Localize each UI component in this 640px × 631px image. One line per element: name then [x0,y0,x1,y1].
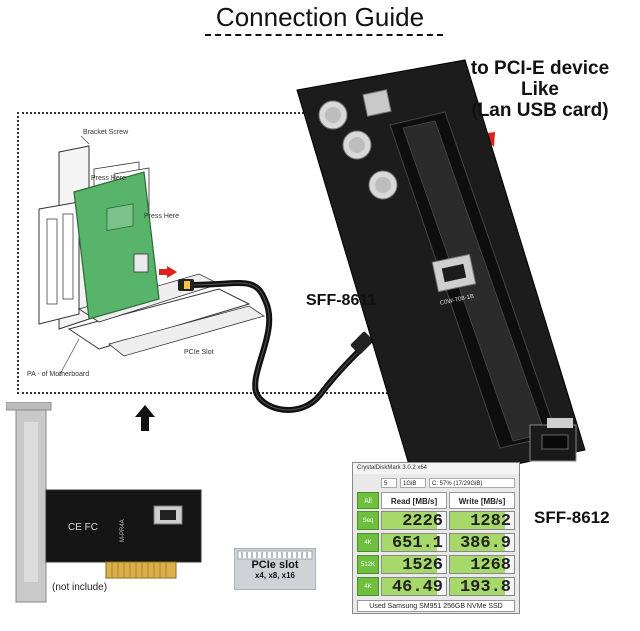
benchmark-titlebar: CrystalDiskMark 3.0.2 x64 [353,463,519,474]
row-label-4kqd32[interactable]: 4K QD32 [357,533,379,565]
write-value-4k: 193.8 [449,577,515,597]
row-label-512k[interactable]: 512K [357,555,379,574]
read-header: Read [MB/s] [381,492,447,509]
page-title: Connection Guide [215,2,425,32]
pcie-slot-label: PCIe slot [251,559,299,571]
read-value-512k: 1526 [381,555,447,575]
not-include-label: (not include) [52,582,108,593]
up-arrow-icon [135,405,155,431]
read-value-seq: 2226 [381,511,447,531]
adapter-card-drawing: CE FC M-PR4A [5,401,202,603]
pcie-lanes-label: x4, x8, x16 [254,571,296,580]
count-select[interactable]: 5 [381,478,397,488]
benchmark-window: CrystalDiskMark 3.0.2 x64 5 1GiB C: 57% … [352,462,520,614]
adapter-card: CE FC M-PR4A [5,401,206,624]
write-value-512k: 1268 [449,555,515,575]
label-motherboard: PA - of Motherboard [27,371,89,378]
sff8611-label: SFF-8611 [306,292,377,309]
read-value-4k: 46.49 [381,577,447,597]
drive-select[interactable]: C: 57% (17/29GiB) [429,478,515,488]
label-bracket-screw: Bracket Screw [83,129,129,136]
red-arrow-icon [159,266,177,278]
card-cert-marks: CE FC [68,522,98,533]
write-value-4kqd32: 386.9 [449,533,515,553]
riser-board-drawing: C0W-708-1B [296,59,586,486]
to-device-line-1: to PCI-E device [470,58,610,79]
label-press-here-1: Press Here [91,175,126,182]
to-device-line-3: (Lan USB card) [471,100,609,121]
all-button[interactable]: All [357,492,379,509]
read-value-4kqd32: 651.1 [381,533,447,553]
label-press-here-2: Press Here [144,213,179,220]
row-label-seq[interactable]: Seq [357,511,379,530]
riser-board: C0W-708-1B [295,30,595,490]
pcie-slot-graphic [234,548,316,590]
title-underline [205,34,443,36]
row-label-4k[interactable]: 4K [357,577,379,596]
benchmark-footer: Used Samsung SM951 256GB NVMe SSD [357,600,515,612]
card-marking: M-PR4A [120,519,126,542]
sff8612-label: SFF-8612 [534,508,610,527]
write-value-seq: 1282 [449,511,515,531]
label-pcie-slot: PCIe Slot [184,349,214,356]
size-select[interactable]: 1GiB [400,478,426,488]
to-device-line-2: Like [520,79,560,100]
to-pcie-device-label: to PCI-E device Like (Lan USB card) [440,58,640,121]
write-header: Write [MB/s] [449,492,515,509]
